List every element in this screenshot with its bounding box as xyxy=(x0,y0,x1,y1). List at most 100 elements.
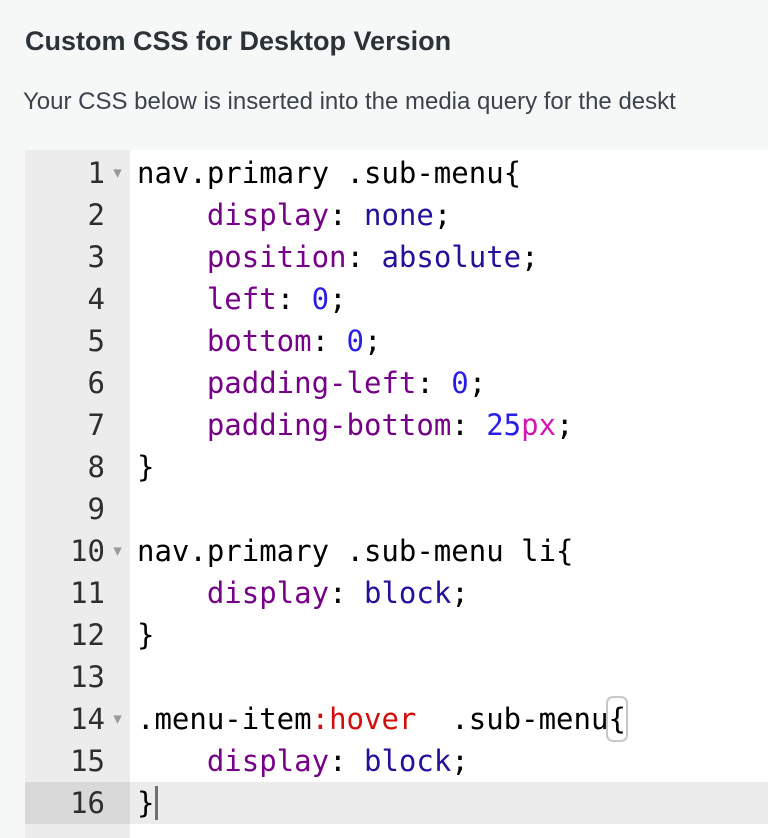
fold-arrow-icon[interactable]: ▾ xyxy=(113,163,122,182)
gutter-row: 11 xyxy=(25,572,130,614)
matching-bracket: { xyxy=(608,698,625,740)
line-number: 13 xyxy=(70,660,105,694)
line-number: 9 xyxy=(87,492,105,526)
code-token-plain: ; xyxy=(451,744,469,778)
code-line[interactable]: position: absolute; xyxy=(130,236,768,278)
fold-spacer xyxy=(105,362,130,404)
code-token-prop: padding-bottom xyxy=(206,408,452,442)
code-token-plain: : xyxy=(329,198,364,232)
code-token-plain: } xyxy=(137,450,155,484)
code-line[interactable]: nav.primary .sub-menu{ xyxy=(130,152,768,194)
code-token-atom: absolute xyxy=(381,240,522,274)
code-token-plain xyxy=(137,576,207,610)
code-token-num: 0 xyxy=(346,324,364,358)
line-number: 16 xyxy=(70,786,105,820)
page-subtitle: Your CSS below is inserted into the medi… xyxy=(23,88,676,115)
gutter-row: 16 xyxy=(25,782,130,824)
gutter-row: 12 xyxy=(25,614,130,656)
fold-arrow-icon[interactable]: ▾ xyxy=(113,709,122,728)
line-number: 2 xyxy=(87,198,105,232)
code-token-num: 0 xyxy=(311,282,330,316)
code-token-plain: ; xyxy=(451,576,469,610)
line-number: 1 xyxy=(87,156,105,190)
fold-spacer xyxy=(105,656,130,698)
fold-spacer xyxy=(105,404,130,446)
line-number: 4 xyxy=(87,282,105,316)
code-token-prop: display xyxy=(206,744,330,778)
code-line[interactable]: display: block; xyxy=(130,572,768,614)
fold-spacer xyxy=(105,278,130,320)
code-token-prop: display xyxy=(206,576,330,610)
code-line[interactable]: left: 0; xyxy=(130,278,768,320)
code-token-plain xyxy=(137,198,207,232)
fold-spacer xyxy=(105,488,130,530)
code-line[interactable] xyxy=(130,488,768,530)
code-token-prop: padding-left xyxy=(206,366,417,400)
code-line[interactable]: padding-left: 0; xyxy=(130,362,768,404)
code-token-plain: { xyxy=(556,534,574,568)
gutter-row: 4 xyxy=(25,278,130,320)
gutter-row: 1▾ xyxy=(25,152,130,194)
fold-spacer xyxy=(105,446,130,488)
code-line[interactable]: } xyxy=(130,446,768,488)
fold-spacer xyxy=(105,782,130,824)
gutter-row: 2 xyxy=(25,194,130,236)
code-token-prop: display xyxy=(206,198,330,232)
line-number: 5 xyxy=(87,324,105,358)
text-cursor xyxy=(155,786,159,820)
code-token-sel: .sub-menu xyxy=(416,702,609,736)
code-token-plain: ; xyxy=(364,324,382,358)
code-line[interactable]: nav.primary .sub-menu li{ xyxy=(130,530,768,572)
code-token-plain: ; xyxy=(329,282,347,316)
code-token-plain xyxy=(137,408,207,442)
gutter-row: 3 xyxy=(25,236,130,278)
code-line[interactable] xyxy=(130,656,768,698)
code-token-prop: bottom xyxy=(206,324,312,358)
code-line[interactable]: display: none; xyxy=(130,194,768,236)
code-token-num: 0 xyxy=(451,366,469,400)
code-token-sel: .menu-item xyxy=(137,702,312,736)
code-line[interactable]: } xyxy=(130,782,768,824)
code-line[interactable]: display: block; xyxy=(130,740,768,782)
line-number: 14 xyxy=(70,702,105,736)
fold-spacer xyxy=(105,194,130,236)
code-line[interactable]: bottom: 0; xyxy=(130,320,768,362)
fold-arrow-icon[interactable]: ▾ xyxy=(113,541,122,560)
fold-spacer xyxy=(105,320,130,362)
code-token-prop: left xyxy=(206,282,277,316)
line-number: 7 xyxy=(87,408,105,442)
gutter-row: 7 xyxy=(25,404,130,446)
code-token-plain xyxy=(137,240,207,274)
fold-spacer xyxy=(105,572,130,614)
code-token-plain xyxy=(137,744,207,778)
fold-spacer xyxy=(105,614,130,656)
code-token-plain: { xyxy=(503,156,522,190)
code-line[interactable]: padding-bottom: 25px; xyxy=(130,404,768,446)
code-token-plain xyxy=(137,366,207,400)
gutter-row: 15 xyxy=(25,740,130,782)
fold-spacer xyxy=(105,740,130,782)
editor-code-area[interactable]: nav.primary .sub-menu{ display: none; po… xyxy=(130,150,768,838)
code-token-pseudo: :hover xyxy=(311,702,417,736)
fold-spacer xyxy=(105,236,130,278)
line-number: 15 xyxy=(70,744,105,778)
code-token-plain: : xyxy=(329,744,364,778)
code-token-num: 25 xyxy=(486,408,522,442)
code-token-plain: } xyxy=(137,786,155,820)
code-token-plain: ; xyxy=(556,408,574,442)
code-token-sel: nav.primary .sub-menu li xyxy=(137,534,557,568)
code-token-plain: : xyxy=(451,408,487,442)
page-title: Custom CSS for Desktop Version xyxy=(25,26,452,56)
code-token-plain: ; xyxy=(521,240,539,274)
code-line[interactable]: .menu-item:hover .sub-menu{ xyxy=(130,698,768,740)
gutter-row: 14 ▾ xyxy=(25,698,130,740)
code-token-unit: px xyxy=(521,408,557,442)
code-line[interactable]: } xyxy=(130,614,768,656)
code-token-plain: : xyxy=(276,282,312,316)
line-number: 10 xyxy=(70,534,105,568)
gutter-row: 9 xyxy=(25,488,130,530)
code-token-plain: } xyxy=(137,618,155,652)
code-token-plain: : xyxy=(311,324,347,358)
